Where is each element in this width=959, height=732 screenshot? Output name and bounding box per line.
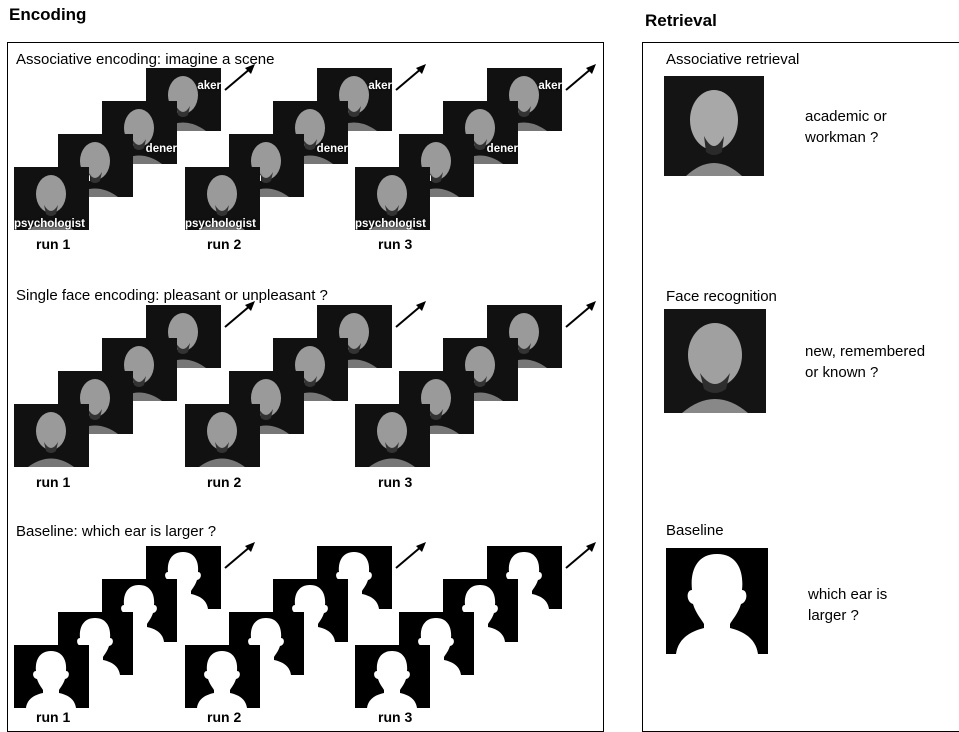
encoding-heading: Encoding (9, 5, 87, 24)
face-tile: psychologist (355, 167, 430, 230)
sequence-arrow-icon (223, 62, 257, 97)
sequence-arrow-icon (394, 540, 428, 575)
run-label: run 3 (378, 474, 413, 490)
silhouette-tile (14, 645, 89, 708)
face-tile (185, 404, 260, 467)
run-label: run 1 (36, 236, 71, 252)
run-label: run 1 (36, 709, 71, 725)
face-recognition-question: new, remembered or known ? (805, 343, 926, 381)
retrieval-face-image (664, 76, 764, 176)
face-tile: dener (273, 101, 348, 164)
tile-label: aker (197, 80, 221, 92)
associative-retrieval-title: Associative retrieval (666, 51, 800, 68)
silhouette-tile (146, 546, 221, 609)
sequence-arrow-icon (223, 299, 257, 334)
run-label: run 2 (207, 709, 242, 725)
face-tile: psychologist (185, 167, 260, 230)
run-label: run 3 (378, 236, 413, 252)
face-tile (58, 371, 133, 434)
run-label: run 1 (36, 474, 71, 490)
tile-label: dener (486, 143, 518, 155)
face-tile (102, 338, 177, 401)
run-label: run 2 (207, 236, 242, 252)
face-tile: aker (487, 68, 562, 131)
run-label: run 3 (378, 709, 413, 725)
retrieval-heading: Retrieval (645, 11, 717, 30)
tile-label: psychologist (355, 218, 426, 230)
face-tile (355, 404, 430, 467)
face-tile (14, 404, 89, 467)
sequence-arrow-icon (564, 299, 598, 334)
silhouette-tile (355, 645, 430, 708)
tile-label: dener (145, 143, 177, 155)
single-face-encoding-title: Single face encoding: pleasant or unplea… (16, 287, 328, 304)
tile-label: dener (316, 143, 348, 155)
sequence-arrow-icon (223, 540, 257, 575)
sequence-arrow-icon (564, 62, 598, 97)
tile-label: psychologist (14, 218, 85, 230)
recognition-face-image (664, 309, 766, 413)
tile-label: aker (368, 80, 392, 92)
tile-label: aker (538, 80, 562, 92)
baseline-encoding-title: Baseline: which ear is larger ? (16, 523, 217, 540)
associative-encoding-title: Associative encoding: imagine a scene (16, 51, 275, 68)
run-label: run 2 (207, 474, 242, 490)
silhouette-image (666, 548, 768, 654)
tile-label: psychologist (185, 218, 256, 230)
associative-retrieval-question: academic or workman ? (805, 108, 887, 146)
face-recognition-title: Face recognition (666, 288, 777, 305)
sequence-arrow-icon (394, 299, 428, 334)
sequence-arrow-icon (394, 62, 428, 97)
face-tile: psychologist (14, 167, 89, 230)
baseline-retrieval-title: Baseline (666, 522, 724, 539)
baseline-retrieval-question: which ear is larger ? (808, 586, 888, 624)
face-tile: aker (146, 68, 221, 131)
silhouette-tile (185, 645, 260, 708)
sequence-arrow-icon (564, 540, 598, 575)
